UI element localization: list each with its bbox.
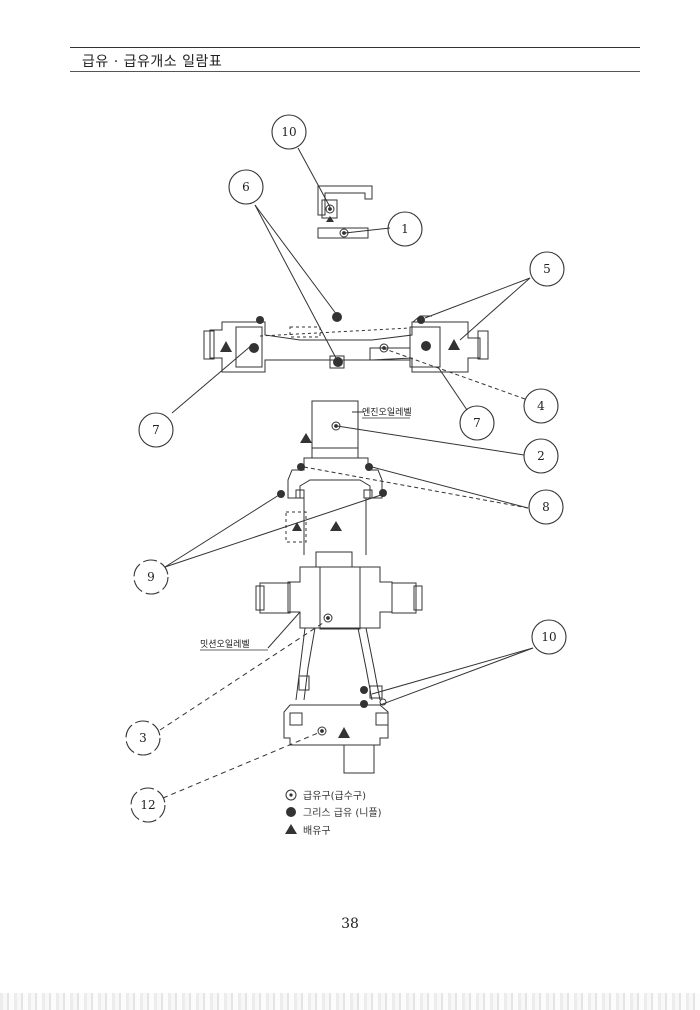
- drain-symbol-icon: [285, 824, 297, 834]
- legend: 급유구(급수구) 그리스 급유 (니플) 배유구: [285, 789, 382, 837]
- transmission-oil-level-label: 밋션오일레벨: [200, 639, 250, 650]
- header-rule-bottom: [70, 71, 640, 72]
- scan-artifact-strip: [0, 993, 700, 1010]
- callout-7-left: 7: [152, 423, 160, 437]
- tractor-body: [255, 400, 423, 774]
- callout-9: 9: [147, 570, 155, 584]
- callout-circles: [125, 114, 567, 823]
- callout-10: 10: [541, 630, 556, 644]
- front-axle: [203, 312, 489, 373]
- callout-2: 2: [537, 449, 545, 463]
- engine-oil-level-label: 엔진오일레벨: [362, 407, 412, 418]
- steering-linkage: [317, 185, 373, 239]
- grease-nipple-symbol-icon: [286, 807, 296, 817]
- page-title: 급유 · 급유개소 일람표: [82, 54, 223, 70]
- leader-lines: [159, 147, 534, 799]
- legend-grease: 그리스 급유 (니플): [303, 807, 382, 819]
- page-number: 38: [341, 916, 359, 932]
- legend-oil-inlet: 급유구(급수구): [303, 790, 366, 802]
- callout-8: 8: [542, 500, 550, 514]
- legend-drain: 배유구: [303, 825, 331, 837]
- callout-1: 1: [401, 222, 409, 236]
- callout-6: 6: [242, 180, 250, 194]
- callout-11: 10: [281, 125, 296, 139]
- header-rule-top: [70, 47, 640, 48]
- callout-5: 5: [543, 262, 551, 276]
- callout-12: 12: [140, 798, 155, 812]
- oil-inlet-symbol-icon: [285, 789, 297, 801]
- callout-7-right: 7: [473, 416, 481, 430]
- callout-3: 3: [139, 731, 147, 745]
- callout-numbers: 10 1 6 5 7 7 4 2 8 9 10 3 12: [139, 125, 556, 812]
- callout-4: 4: [537, 399, 545, 413]
